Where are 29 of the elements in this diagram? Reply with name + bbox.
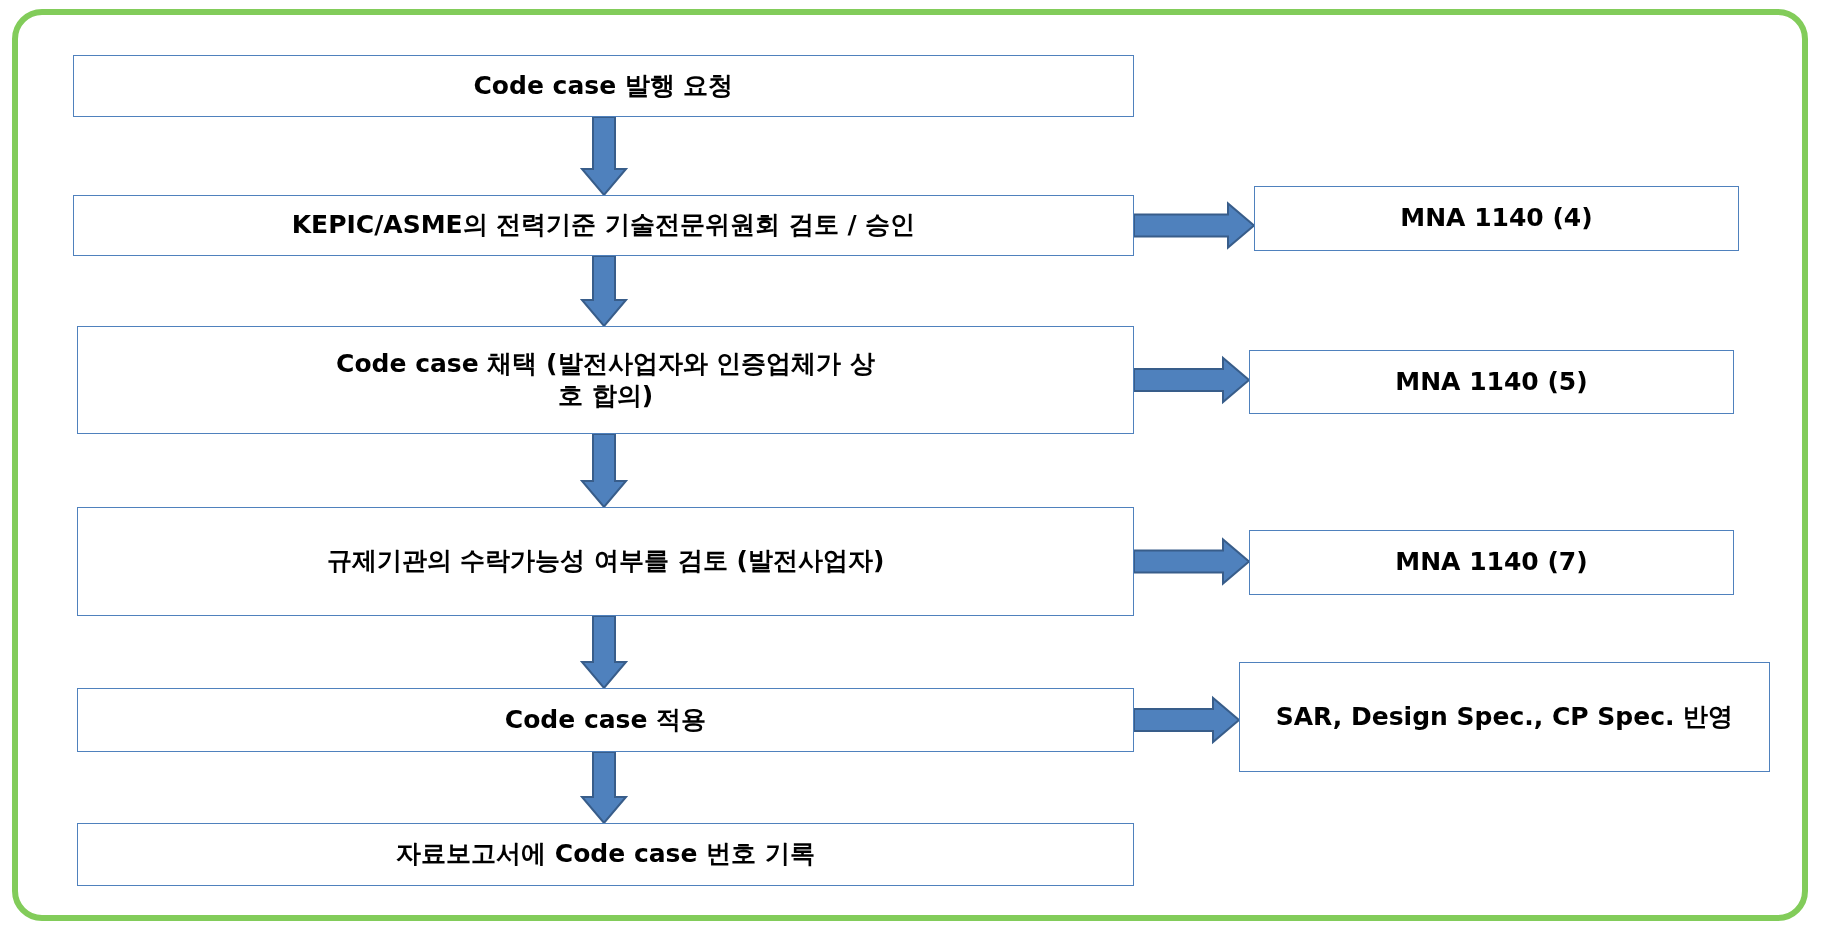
- box-text: Code case 발행 요청: [472, 69, 735, 102]
- box-text: Code case 적용: [503, 703, 708, 736]
- block-arrow: [579, 615, 629, 690]
- process-box: [77, 688, 1134, 752]
- block-arrow: [1133, 537, 1251, 586]
- process-box: [1239, 662, 1770, 772]
- process-box: [73, 195, 1134, 256]
- process-box: [73, 55, 1134, 117]
- process-box: [77, 823, 1134, 886]
- box-text: 자료보고서에 Code case 번호 기록: [395, 838, 816, 871]
- box-text: MNA 1140 (5): [1394, 365, 1589, 398]
- process-box: [77, 326, 1134, 434]
- process-box: [77, 507, 1134, 616]
- process-box: [1249, 350, 1734, 414]
- block-arrow: [579, 255, 629, 328]
- box-text: Code case 채택 (발전사업자와 인증업체가 상호 합의): [335, 347, 876, 412]
- process-box: [1249, 530, 1734, 595]
- box-text: 규제기관의 수락가능성 여부를 검토 (발전사업자): [325, 545, 886, 578]
- block-arrow: [1133, 201, 1256, 250]
- block-arrow: [579, 751, 629, 825]
- block-arrow: [1133, 695, 1241, 745]
- box-text: KEPIC/ASME의 전력기준 기술전문위원회 검토 / 승인: [290, 209, 917, 242]
- block-arrow: [579, 116, 629, 197]
- process-box: [1254, 186, 1739, 251]
- block-arrow: [579, 433, 629, 509]
- box-text: MNA 1140 (4): [1399, 202, 1594, 235]
- block-arrow: [1133, 355, 1251, 405]
- box-text: MNA 1140 (7): [1394, 546, 1589, 579]
- box-text: SAR, Design Spec., CP Spec. 반영: [1274, 700, 1735, 733]
